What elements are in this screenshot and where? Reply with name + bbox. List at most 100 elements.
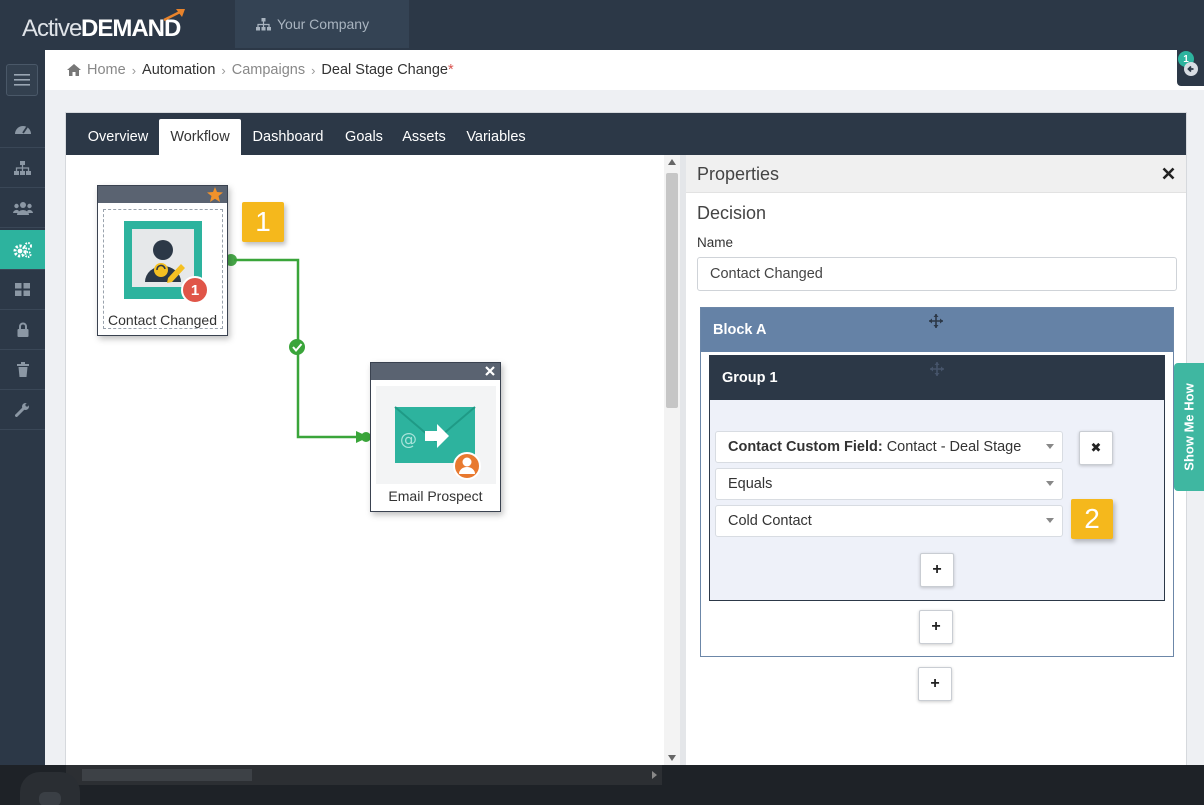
logo-text-active: Active — [22, 15, 82, 42]
show-me-how-label: Show Me How — [1181, 383, 1197, 471]
chat-icon — [39, 792, 61, 805]
sidebar-item-dashboard[interactable] — [0, 108, 45, 148]
move-icon[interactable] — [930, 362, 944, 376]
sidebar-item-contacts[interactable] — [0, 188, 45, 228]
sidebar-item-security[interactable] — [0, 310, 45, 350]
campaign-panel: Overview Workflow Dashboard Goals Assets… — [65, 112, 1187, 772]
block-title: Block A — [713, 322, 767, 338]
breadcrumb-current: Deal Stage Change* — [321, 62, 453, 78]
chevron-down-icon — [1046, 444, 1054, 449]
tab-goals[interactable]: Goals — [345, 129, 383, 145]
node-header — [98, 186, 227, 203]
condition-operator-select[interactable]: Equals — [715, 468, 1063, 500]
arrow-left-circle-icon — [1184, 62, 1198, 76]
workflow-node-email-prospect[interactable]: @ Email Prospect — [370, 362, 501, 512]
canvas-horizontal-scrollbar[interactable] — [66, 765, 662, 785]
tab-workflow[interactable]: Workflow — [159, 119, 241, 155]
logo-arrow-icon — [163, 9, 185, 22]
tab-overview[interactable]: Overview — [87, 129, 149, 145]
annotation-badge-2: 2 — [1071, 499, 1113, 539]
company-name: Your Company — [277, 16, 370, 32]
node-count-badge: 1 — [181, 276, 209, 304]
add-group-button[interactable]: + — [919, 610, 953, 644]
sidebar-item-automation[interactable] — [0, 230, 45, 270]
sitemap-icon — [256, 17, 271, 30]
condition-value: Cold Contact — [728, 513, 812, 529]
dashboard-gauge-icon — [14, 125, 31, 134]
scroll-right-icon[interactable] — [652, 771, 657, 779]
grid-icon — [15, 283, 30, 296]
notification-toggle[interactable]: 1 — [1177, 50, 1204, 86]
email-send-icon: @ — [394, 406, 481, 480]
sidebar-item-apps[interactable] — [0, 270, 45, 310]
move-icon[interactable] — [929, 314, 943, 328]
sidebar-item-org[interactable] — [0, 148, 45, 188]
node-label: Email Prospect — [388, 488, 483, 504]
breadcrumb: Home › Automation › Campaigns › Deal Sta… — [45, 50, 1204, 90]
condition-block: Block A Group 1 Contact Custom Field: Co… — [700, 307, 1174, 657]
sidebar-item-trash[interactable] — [0, 350, 45, 390]
tab-variables[interactable]: Variables — [466, 129, 526, 145]
breadcrumb-current-text: Deal Stage Change — [321, 62, 448, 78]
workflow-canvas[interactable]: 1 Contact Changed 1 @ Email Prospect — [66, 155, 664, 771]
scroll-down-icon[interactable] — [668, 755, 676, 761]
home-icon — [67, 64, 81, 76]
breadcrumb-separator: › — [131, 62, 137, 78]
company-switcher[interactable]: Your Company — [235, 0, 409, 48]
name-input[interactable] — [697, 257, 1177, 291]
node-label: Contact Changed — [108, 312, 217, 328]
show-me-how-button[interactable]: Show Me How — [1174, 363, 1204, 491]
breadcrumb-automation[interactable]: Automation — [142, 62, 216, 78]
tab-dashboard[interactable]: Dashboard — [252, 129, 324, 145]
pane-splitter[interactable] — [680, 155, 686, 771]
condition-value-select[interactable]: Cold Contact — [715, 505, 1063, 537]
sidebar-item-tools[interactable] — [0, 390, 45, 430]
node-selection-outline — [103, 209, 223, 329]
condition-field-value: Contact - Deal Stage — [886, 439, 1022, 455]
add-block-button[interactable]: + — [918, 667, 952, 701]
workflow-node-contact-changed[interactable]: 1 Contact Changed — [97, 185, 228, 336]
tab-assets[interactable]: Assets — [402, 129, 446, 145]
canvas-vertical-scrollbar[interactable] — [664, 155, 680, 767]
top-bar: Active DEMAND Your Company — [0, 0, 1204, 50]
star-icon[interactable] — [207, 187, 223, 202]
cogs-icon — [13, 241, 32, 258]
close-icon[interactable] — [1162, 167, 1175, 180]
chat-widget-button[interactable] — [20, 772, 80, 805]
menu-icon — [14, 74, 30, 86]
trash-icon — [16, 362, 29, 377]
activedemand-logo[interactable]: Active DEMAND — [22, 8, 192, 42]
properties-title: Properties — [697, 164, 780, 184]
properties-header: Properties — [686, 155, 1186, 193]
lock-icon — [17, 322, 28, 337]
wrench-icon — [15, 403, 29, 417]
condition-operator-value: Equals — [728, 476, 773, 492]
name-label: Name — [697, 235, 734, 250]
scrollbar-thumb[interactable] — [82, 769, 252, 781]
scroll-up-icon[interactable] — [668, 159, 676, 165]
users-icon — [12, 201, 33, 215]
add-condition-button[interactable]: + — [920, 553, 954, 587]
remove-condition-button[interactable]: ✖ — [1079, 431, 1113, 465]
sitemap-icon — [14, 160, 31, 175]
unsaved-marker: * — [448, 62, 454, 78]
condition-field-select[interactable]: Contact Custom Field: Contact - Deal Sta… — [715, 431, 1063, 463]
condition-field-prefix: Contact Custom Field: — [728, 439, 883, 455]
scrollbar-thumb[interactable] — [666, 173, 678, 408]
workflow-connector[interactable] — [66, 155, 664, 555]
group-title: Group 1 — [722, 370, 778, 386]
group-header[interactable]: Group 1 — [710, 356, 1164, 400]
close-icon[interactable] — [485, 366, 495, 376]
annotation-badge-1: 1 — [242, 202, 284, 242]
breadcrumb-campaigns[interactable]: Campaigns — [231, 62, 306, 78]
svg-text:@: @ — [400, 430, 417, 450]
breadcrumb-separator: › — [221, 62, 226, 78]
node-header — [371, 363, 500, 380]
breadcrumb-home[interactable]: Home — [87, 62, 126, 78]
chevron-down-icon — [1046, 518, 1054, 523]
chevron-down-icon — [1046, 481, 1054, 486]
block-header[interactable]: Block A — [701, 308, 1173, 352]
hamburger-menu-button[interactable] — [6, 64, 38, 96]
breadcrumb-separator: › — [311, 62, 316, 78]
properties-section-title: Decision — [697, 203, 767, 223]
